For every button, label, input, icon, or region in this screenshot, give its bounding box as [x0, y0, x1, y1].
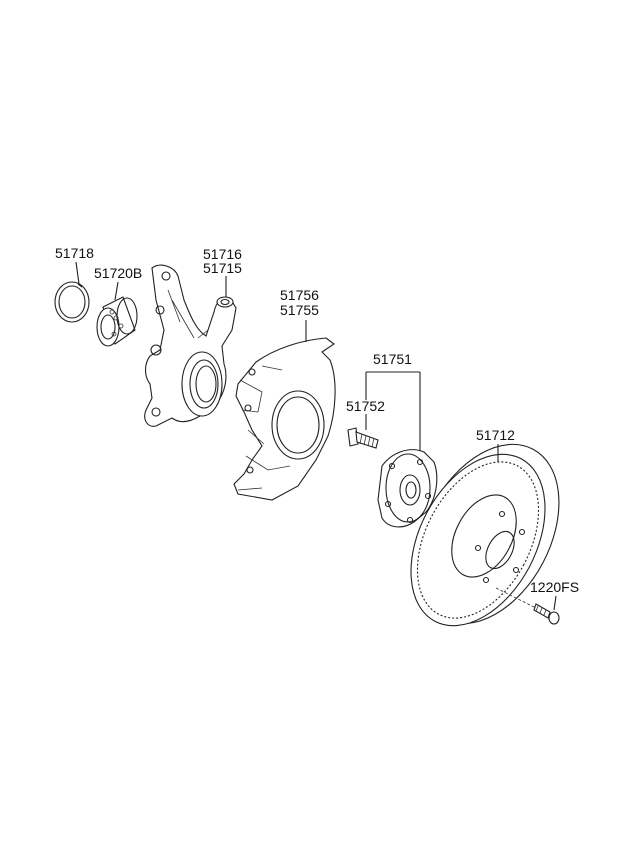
label-51752: 51752	[346, 398, 385, 414]
label-51755: 51755	[280, 302, 319, 318]
leader-51718	[75, 261, 80, 285]
leader-51720B	[114, 281, 119, 301]
label-51751: 51751	[373, 351, 412, 367]
dust-cover-51756-51755[interactable]	[233, 337, 336, 501]
label-51712: 51712	[476, 427, 515, 443]
label-1220FS: 1220FS	[530, 579, 579, 595]
label-51756: 51756	[280, 287, 319, 303]
screw-1220FS[interactable]	[533, 603, 560, 625]
wheel-bolt-51752[interactable]	[347, 427, 379, 449]
snap-ring-51718[interactable]	[54, 281, 90, 323]
leader-bracket-51751	[365, 371, 421, 456]
label-51720B: 51720B	[94, 265, 142, 281]
label-51718: 51718	[55, 245, 94, 261]
brake-disc-51712[interactable]	[384, 420, 588, 648]
label-51716: 51716	[203, 246, 242, 262]
steering-knuckle-51716-51715[interactable]	[144, 264, 237, 427]
wheel-hub-51751[interactable]	[377, 449, 438, 528]
leader-1220FS	[553, 595, 557, 611]
bearing-51720B[interactable]	[96, 296, 138, 347]
label-51715: 51715	[203, 260, 242, 276]
assembly-line-1220FS	[495, 587, 541, 611]
